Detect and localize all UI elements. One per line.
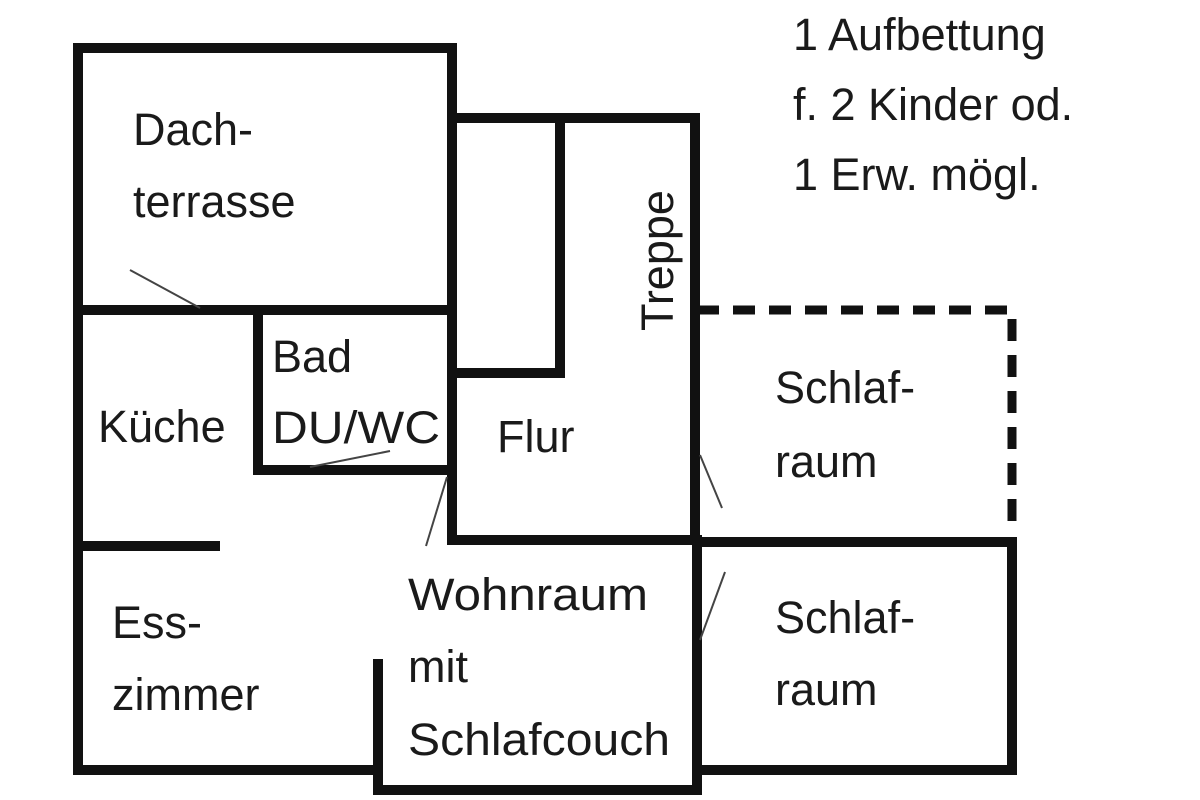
room-dachterrasse: Dach- terrasse: [133, 104, 296, 227]
walls: [73, 43, 1017, 795]
door-dachterrasse: [129, 269, 201, 309]
room-label-line: Küche: [98, 401, 226, 452]
room-kueche: Küche: [98, 401, 226, 452]
note-line-1: 1 Aufbettung: [793, 9, 1046, 60]
room-label-line: raum: [775, 664, 878, 715]
room-label-line: Schlaf-: [775, 362, 915, 413]
door-schlafraum-2: [699, 571, 726, 641]
room-label-line: Schlafcouch: [408, 714, 670, 765]
room-label-line: Dach-: [133, 104, 253, 155]
room-label-line: terrasse: [133, 176, 296, 227]
room-label-line: Wohnraum: [408, 569, 648, 620]
wall-left-outer: [73, 305, 383, 775]
note-line-2: f. 2 Kinder od.: [793, 79, 1073, 130]
wall-schlafraum-2: [692, 537, 1017, 775]
room-label-line: Ess-: [112, 597, 202, 648]
room-label-line: Bad: [272, 331, 352, 382]
doors: [129, 269, 726, 641]
room-labels: Dach- terrasse Bad DU/WC Küche Treppe Fl…: [98, 104, 915, 765]
room-label-line: zimmer: [112, 669, 259, 720]
wall-schlafraum-1-dashed: [697, 305, 1017, 530]
room-label-line: DU/WC: [272, 402, 440, 453]
room-esszimmer: Ess- zimmer: [112, 597, 259, 720]
room-flur: Flur: [497, 411, 575, 462]
door-bad: [309, 450, 391, 468]
wall-treppe: [555, 113, 700, 545]
room-label-line: mit: [408, 641, 468, 692]
wall-bad: [253, 305, 457, 475]
room-treppe: Treppe: [632, 190, 683, 331]
room-schlafraum-1: Schlaf- raum: [775, 362, 915, 487]
door-schlafraum-1: [699, 454, 723, 509]
note-block: 1 Aufbettung f. 2 Kinder od. 1 Erw. mögl…: [793, 9, 1073, 200]
wall-stair-void: [447, 113, 565, 378]
room-label-line: Schlaf-: [775, 592, 915, 643]
room-schlafraum-2: Schlaf- raum: [775, 592, 915, 715]
room-wohnraum: Wohnraum mit Schlafcouch: [408, 569, 670, 765]
room-label-line: Flur: [497, 411, 575, 462]
note-line-3: 1 Erw. mögl.: [793, 149, 1041, 200]
room-bad: Bad DU/WC: [272, 331, 440, 453]
wall-center-vertical: [447, 305, 702, 545]
room-label-line: raum: [775, 436, 878, 487]
wall-wohnraum: [373, 535, 702, 795]
room-label-line: Treppe: [632, 190, 683, 331]
door-flur: [425, 476, 448, 547]
